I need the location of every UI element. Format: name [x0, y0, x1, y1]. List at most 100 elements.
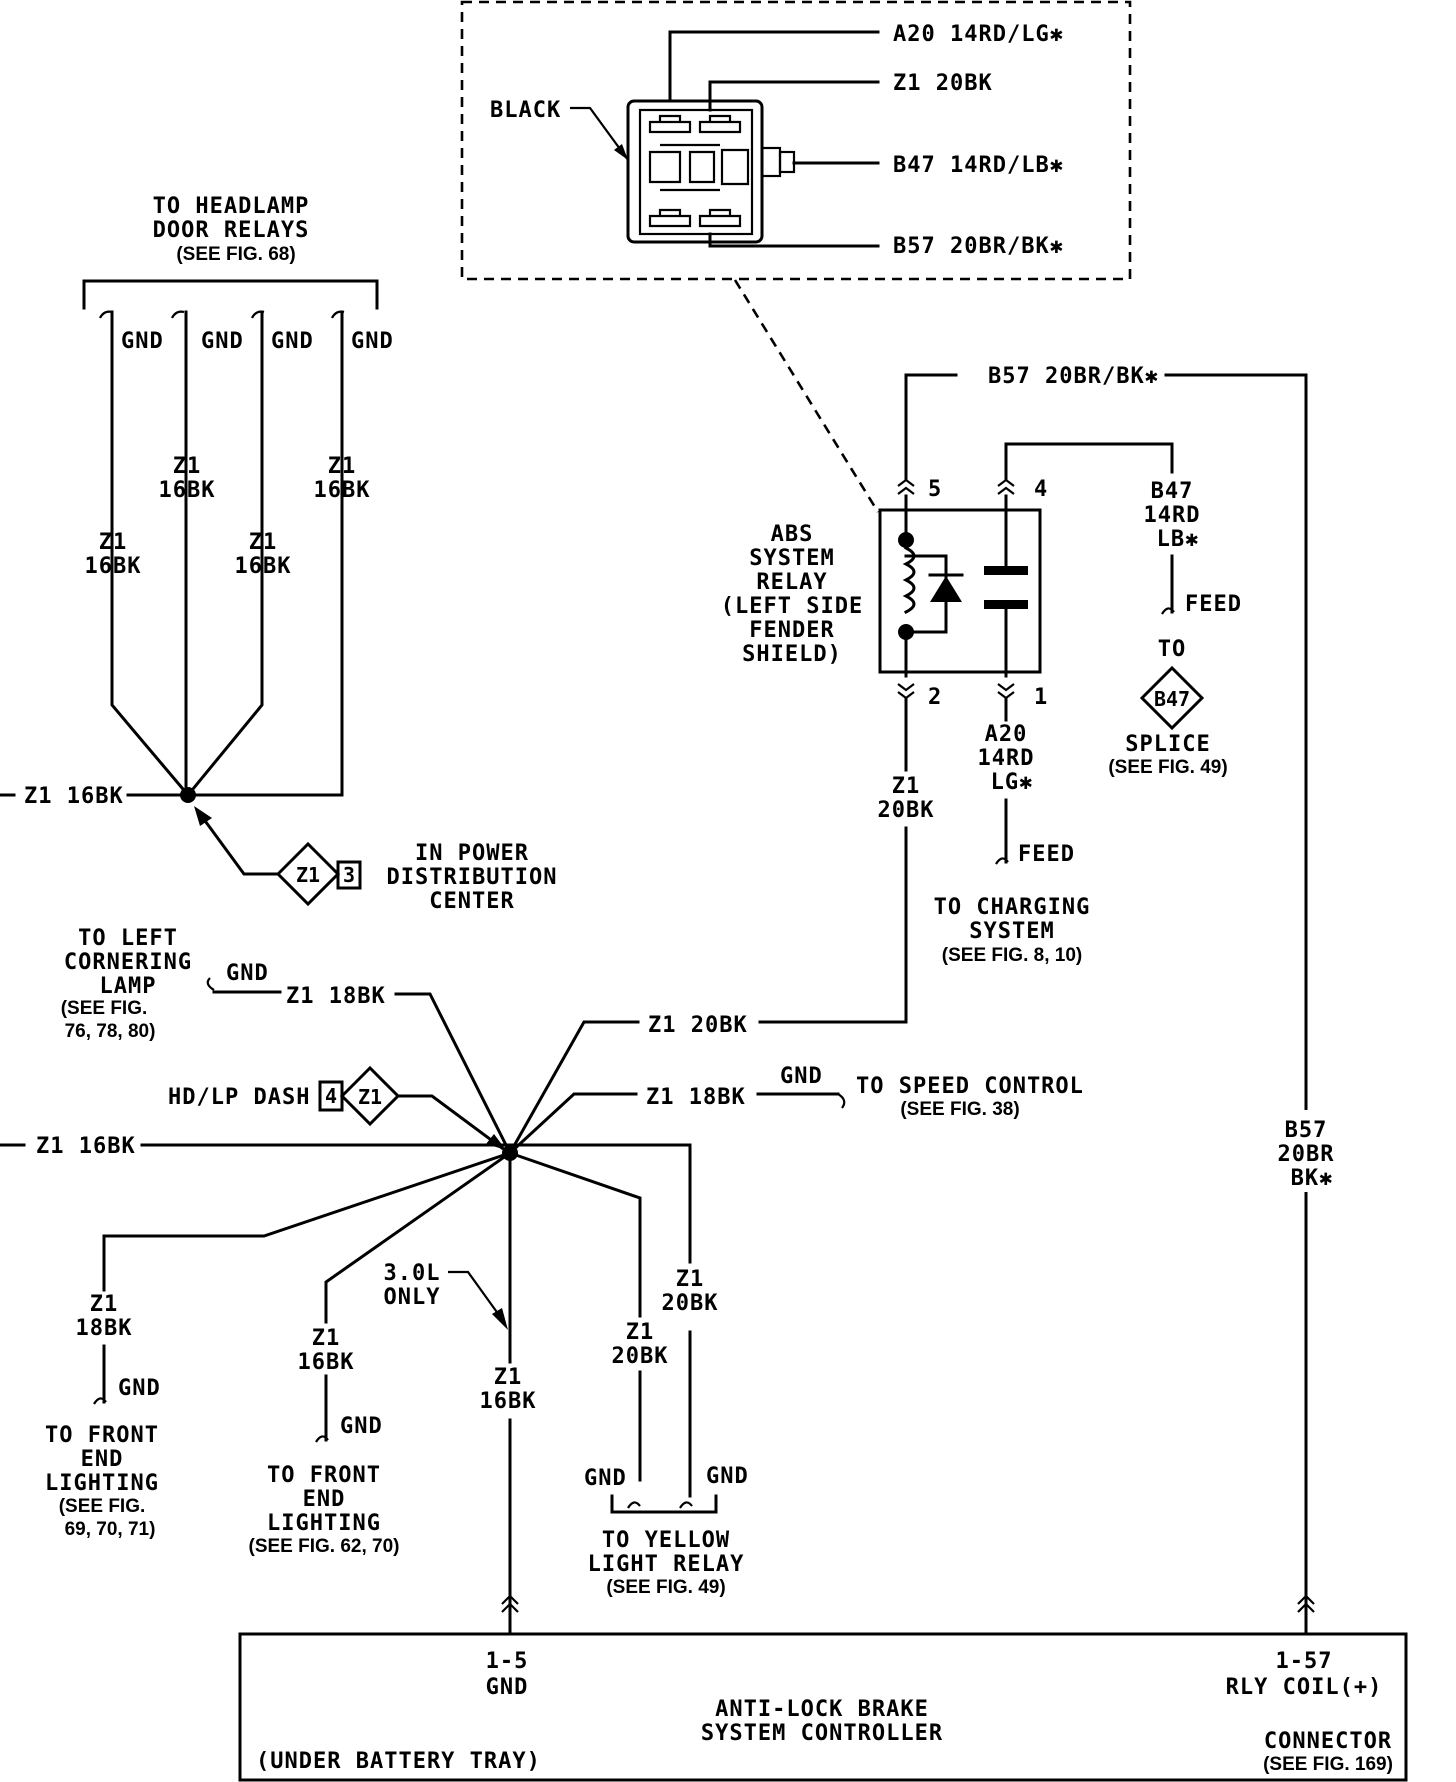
yellow-gnd-left: GND [584, 1466, 627, 1491]
speed-control-ref: (SEE FIG. 38) [900, 1099, 1019, 1120]
hub-main-wire [0, 1143, 692, 1498]
front-end-wire-1 [102, 1151, 512, 1404]
inset-wire-a20 [668, 30, 880, 103]
dash-splice-id: Z1 [358, 1085, 382, 1109]
charging-ref: (SEE FIG. 8, 10) [942, 945, 1082, 966]
wire-color-4: 16BK [314, 478, 371, 503]
front-end-1-line2: END [81, 1447, 124, 1472]
inset-wire-label-z1: Z1 20BK [893, 71, 993, 96]
relay-pin2-wire [758, 696, 908, 1024]
hdlp-dash-label: HD/LP DASH [168, 1085, 310, 1110]
front-end-2-line2: END [303, 1487, 346, 1512]
dash-cavity-number: 4 [325, 1084, 337, 1108]
relay-name-line3: RELAY [756, 570, 827, 595]
wire-code-2: Z1 [173, 454, 202, 479]
pdc-splice: Z1 3 IN POWER DISTRIBUTION CENTER [194, 806, 556, 914]
b47-line-2: 14RD [1144, 503, 1201, 528]
relay-pin4-wire [1004, 442, 1174, 482]
headlamp-splice-dot [180, 787, 196, 803]
wire-color-2: 16BK [159, 478, 216, 503]
hub-right-wire-code: Z1 [676, 1267, 705, 1292]
relay-name-line6: SHIELD) [742, 642, 842, 667]
gnd-label-3: GND [271, 329, 314, 354]
connector-chevron-icon [1297, 1594, 1315, 1613]
pin1-wire-size: 14RD [978, 746, 1035, 771]
headlamp-wire-3 [185, 310, 264, 798]
relay-pin2-number: 2 [928, 685, 942, 710]
cornering-gnd-label: GND [226, 961, 269, 986]
inset-wire-label-b47: B47 14RD/LB✱ [893, 153, 1064, 178]
terminal-hook-icon [315, 1435, 329, 1443]
wire-code-4: Z1 [328, 454, 357, 479]
front-end-2-gnd-label: GND [340, 1414, 383, 1439]
speed-wire-label: Z1 18BK [646, 1085, 746, 1110]
yellow-line2: LIGHT RELAY [588, 1552, 745, 1577]
front-end-2-wire-color: 16BK [298, 1350, 355, 1375]
yellow-left-wire-color: 20BK [612, 1344, 669, 1369]
cornering-line2: CORNERING [64, 950, 192, 975]
relay-name-line4: (LEFT SIDE [721, 594, 863, 619]
yellow-line1: TO YELLOW [602, 1528, 730, 1553]
pin2-wire-code: Z1 [892, 774, 921, 799]
relay-name-line2: SYSTEM [749, 546, 834, 571]
controller-pin-right: 1-57 [1276, 1649, 1333, 1674]
hub-main-wire-label: Z1 16BK [36, 1134, 136, 1159]
controller-pin-right-name: RLY COIL(+) [1226, 1675, 1383, 1700]
charging-feed-label: FEED [1018, 842, 1075, 867]
black-leader-line [570, 106, 629, 161]
connector-chevron-icon [997, 683, 1015, 700]
cornering-line3: LAMP [100, 974, 157, 999]
b47-splice-id: B47 [1154, 687, 1190, 711]
front-end-1-line1: TO FRONT [45, 1423, 159, 1448]
terminal-hook-icon [995, 857, 1009, 865]
headlamp-title-line2: DOOR RELAYS [153, 218, 310, 243]
connector-color-label: BLACK [490, 98, 561, 123]
arrow-icon [614, 144, 628, 160]
pdc-splice-id: Z1 [296, 863, 320, 887]
pdc-wire [197, 811, 278, 876]
pin2-wire-color: 20BK [878, 798, 935, 823]
front-end-1-ref-2: 69, 70, 71) [65, 1519, 156, 1540]
splice-label: SPLICE [1125, 732, 1210, 757]
headlamp-title-line1: TO HEADLAMP [153, 194, 310, 219]
wire-color-1: 16BK [85, 554, 142, 579]
speed-control-label: TO SPEED CONTROL [856, 1074, 1084, 1099]
controller-title-line1: ANTI-LOCK BRAKE [715, 1697, 929, 1722]
relay-pin5-number: 5 [928, 477, 942, 502]
engine-note-line1: 3.0L [384, 1261, 441, 1286]
wire-code-3: Z1 [249, 530, 278, 555]
relay-top-wire-label: B57 20BR/BK✱ [988, 364, 1159, 389]
headlamp-connector-bracket [82, 279, 379, 310]
speed-control-wire [507, 1092, 638, 1156]
inset-wire-z1 [708, 80, 880, 112]
connector-chevron-icon [897, 478, 915, 495]
charging-line1: TO CHARGING [934, 895, 1091, 920]
b47-line-1: B47 [1151, 479, 1194, 504]
headlamp-wire-1 [110, 310, 191, 798]
gnd-label-1: GND [121, 329, 164, 354]
hub-right-wire-color: 20BK [662, 1291, 719, 1316]
front-end-1-ref-1: (SEE FIG. [59, 1496, 146, 1517]
relay-box [878, 508, 1042, 674]
b47-to-label: TO [1158, 637, 1187, 662]
engine-note-line2: ONLY [384, 1285, 441, 1310]
pdc-label-line1: IN POWER [415, 841, 529, 866]
b57-color: BK✱ [1291, 1166, 1334, 1191]
controller-connector-label: CONNECTOR [1264, 1729, 1392, 1754]
wire-code-1: Z1 [99, 530, 128, 555]
abs-system-relay: B57 20BR/BK✱ B47 14RD LB✱ FEED TO B47 SP… [721, 364, 1308, 1612]
b57-wire-label: B57 20BR BK✱ [1270, 1110, 1342, 1192]
yellow-relay-wire-left [508, 1151, 642, 1482]
controller-connector-ref: (SEE FIG. 169) [1263, 1754, 1393, 1775]
connector-chevron-icon [997, 478, 1015, 495]
charging-line2: SYSTEM [969, 919, 1054, 944]
relay-pin4-number: 4 [1034, 477, 1048, 502]
pdc-cavity-number: 3 [343, 863, 355, 887]
front-end-1-wire-code: Z1 [90, 1292, 119, 1317]
abs-controller: 1-5 GND ANTI-LOCK BRAKE SYSTEM CONTROLLE… [238, 1594, 1408, 1782]
front-end-2-line1: TO FRONT [267, 1463, 381, 1488]
inset-wire-label-a20: A20 14RD/LG✱ [893, 22, 1064, 47]
b47-line-3: LB✱ [1157, 527, 1200, 552]
front-end-2-wire-code: Z1 [312, 1326, 341, 1351]
gnd-label-4: GND [351, 329, 394, 354]
